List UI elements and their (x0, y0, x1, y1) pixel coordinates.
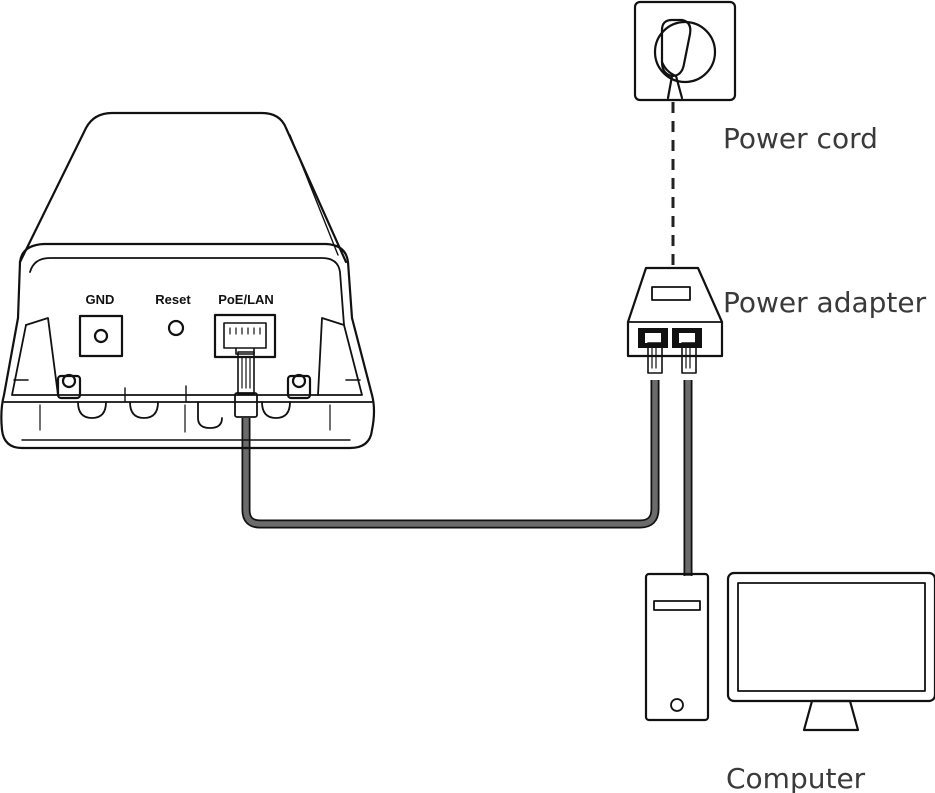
outdoor-device: GND Reset PoE/LAN (0, 111, 376, 450)
reset-button[interactable] (167, 319, 185, 337)
computer-label: Computer (726, 762, 866, 793)
antenna-connector-right (286, 373, 312, 400)
power-outlet-icon (633, 0, 737, 102)
device-hood (18, 111, 348, 264)
power-button-icon (670, 698, 684, 712)
computer-tower-icon (644, 572, 710, 722)
rj45-plug-icon (234, 351, 258, 418)
power-cord-label: Power cord (723, 122, 878, 155)
gnd-label: GND (86, 292, 115, 307)
poe-lan-port[interactable] (213, 313, 277, 359)
power-adapter-label: Power adapter (723, 286, 927, 319)
antenna-connector-left (56, 373, 82, 400)
reset-label: Reset (155, 292, 191, 307)
gnd-terminal (78, 314, 124, 358)
device-face (0, 242, 376, 450)
poe-lan-label: PoE/LAN (218, 292, 274, 307)
power-adapter-icon (626, 266, 724, 374)
monitor-icon (726, 571, 935, 732)
ethernet-cables (241, 380, 693, 576)
